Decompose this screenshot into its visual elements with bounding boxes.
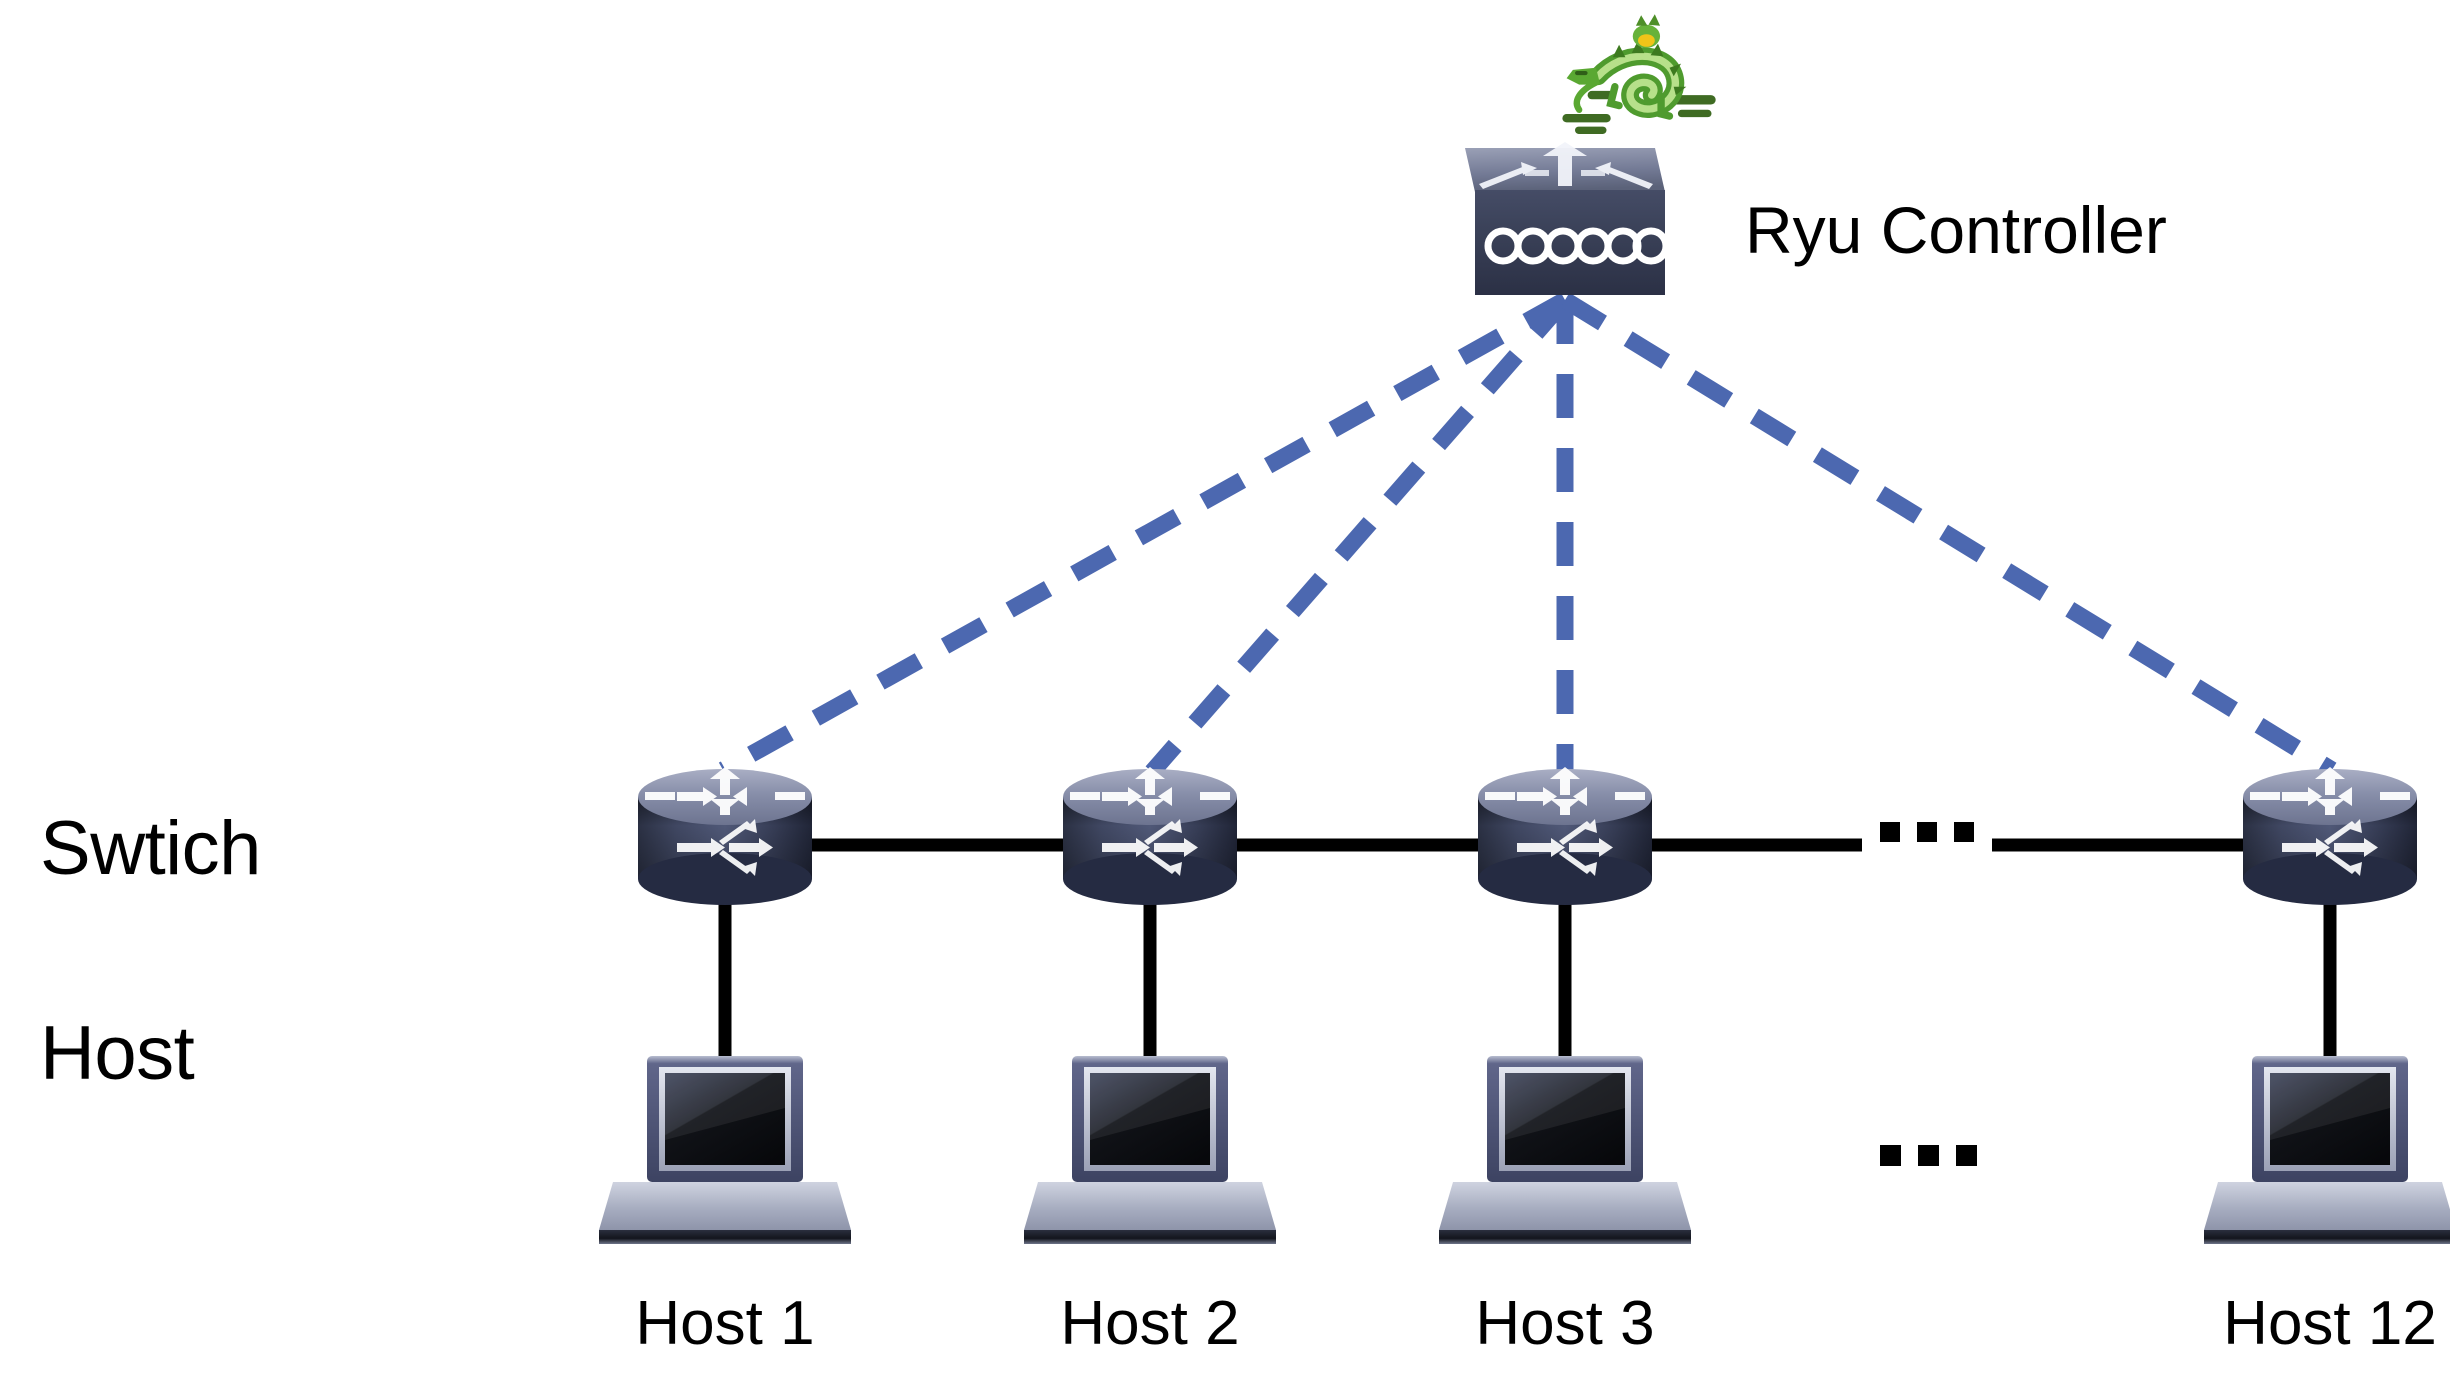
laptop-icon-h12[interactable] [2204, 1056, 2450, 1244]
row-label-host: Host [40, 1011, 195, 1096]
switch-icon-s1[interactable] [638, 767, 812, 905]
controller-port-row [1484, 227, 1670, 265]
switch-row-ellipsis [1880, 822, 1974, 842]
host-caption-h3: Host 3 [1475, 1289, 1655, 1358]
control-link-to-s1 [718, 292, 1570, 778]
host-row-ellipsis [1880, 1145, 1977, 1166]
switch-top-arrows [2250, 767, 2410, 815]
control-link-to-s12 [1560, 292, 2337, 778]
host-caption-h12: Host 12 [2223, 1289, 2437, 1358]
switch-icon-s3[interactable] [1478, 767, 1652, 905]
switch-icon-s2[interactable] [1063, 767, 1237, 905]
switch-front-symbol [2282, 819, 2378, 876]
laptop-icon-h1[interactable] [599, 1056, 851, 1244]
control-link-group [718, 292, 2337, 778]
row-label-switch: Swtich [40, 806, 261, 891]
ryu-dragon-logo [1562, 14, 1716, 134]
host-caption-h1: Host 1 [635, 1289, 815, 1358]
host-caption-h2: Host 2 [1060, 1289, 1240, 1358]
switch-front-symbol [677, 819, 773, 876]
controller-icon[interactable] [1465, 142, 1670, 295]
switch-icon-s12[interactable] [2243, 767, 2417, 905]
laptop-icon-h3[interactable] [1439, 1056, 1691, 1244]
dragon-crest [1632, 14, 1661, 48]
switch-top-arrows [645, 767, 805, 815]
control-link-to-s2 [1145, 294, 1572, 778]
switch-front-symbol [1517, 819, 1613, 876]
laptop-icon-h2[interactable] [1024, 1056, 1276, 1244]
controller-label: Ryu Controller [1745, 193, 2167, 267]
switch-front-symbol [1102, 819, 1198, 876]
switch-top-arrows [1485, 767, 1645, 815]
switch-top-arrows [1070, 767, 1230, 815]
data-link-group [718, 838, 2337, 1062]
